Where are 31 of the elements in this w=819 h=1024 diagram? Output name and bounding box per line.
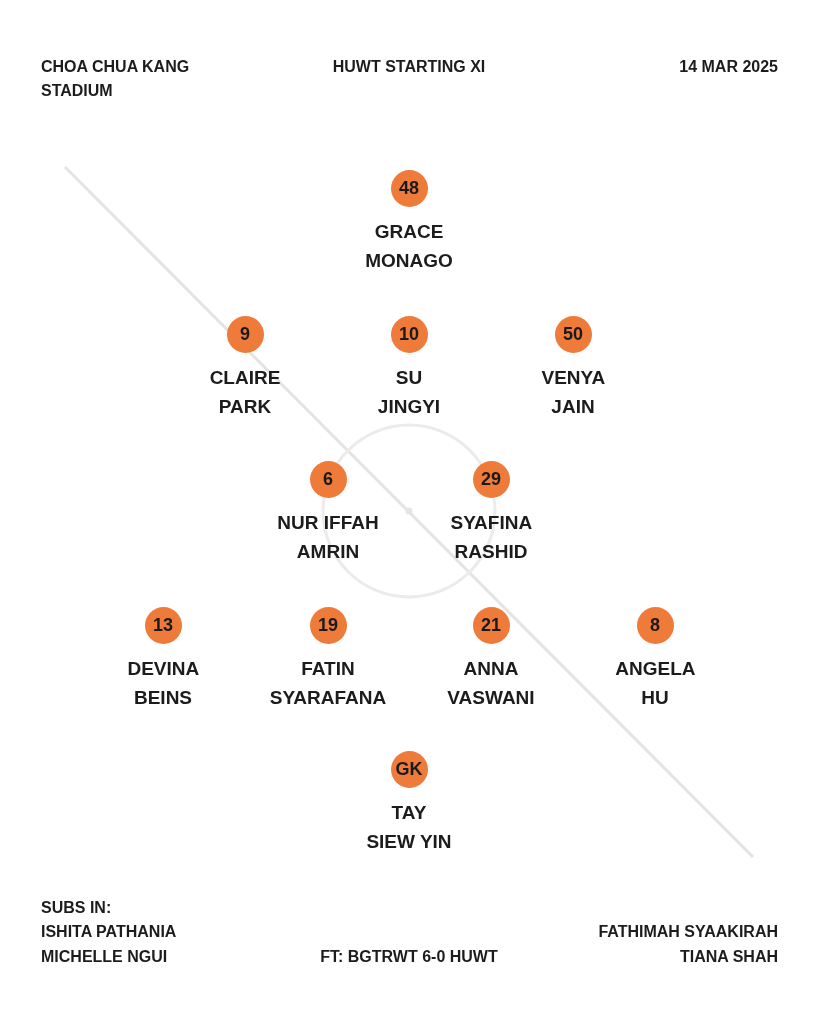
substitute-name: FATHIMAH SYAAKIRAH <box>598 923 778 940</box>
subs-heading: SUBS IN: <box>41 899 112 916</box>
shirt-number-marker: 8 <box>636 606 674 644</box>
shirt-number-marker: GK <box>390 750 428 788</box>
substitute-name: ISHITA PATHANIA <box>41 923 177 940</box>
player-name: ANGELA HU <box>615 657 695 710</box>
shirt-number-marker: 50 <box>554 315 592 353</box>
shirt-number-marker: 21 <box>472 606 510 644</box>
player-name: FATIN SYARAFANA <box>269 657 387 710</box>
venue-text: CHOA CHUA KANG STADIUM <box>41 58 190 99</box>
shirt-number-marker: 48 <box>390 169 428 207</box>
player-name: CLAIRE PARK <box>209 366 281 419</box>
player-name: DEVINA BEINS <box>127 657 199 710</box>
player-name: NUR IFFAH AMRIN <box>276 511 380 564</box>
shirt-number-marker: 9 <box>226 315 264 353</box>
lineup-title: HUWT STARTING XI <box>332 58 486 75</box>
substitute-name: MICHELLE NGUI <box>41 948 168 965</box>
shirt-number-marker: 10 <box>390 315 428 353</box>
substitute-name: TIANA SHAH <box>679 948 778 965</box>
player-name: SYAFINA RASHID <box>450 511 532 564</box>
match-date: 14 MAR 2025 <box>679 58 778 75</box>
player-name: TAY SIEW YIN <box>365 801 453 854</box>
shirt-number-marker: 19 <box>309 606 347 644</box>
player-name: GRACE MONAGO <box>365 220 453 273</box>
shirt-number-marker: 29 <box>472 460 510 498</box>
player-name: SU JINGYI <box>377 366 441 419</box>
shirt-number-marker: 6 <box>309 460 347 498</box>
shirt-number-marker: 13 <box>144 606 182 644</box>
player-name: ANNA VASWANI <box>447 657 535 710</box>
final-score: FT: BGTRWT 6-0 HUWT <box>320 948 498 965</box>
player-name: VENYA JAIN <box>541 366 605 419</box>
